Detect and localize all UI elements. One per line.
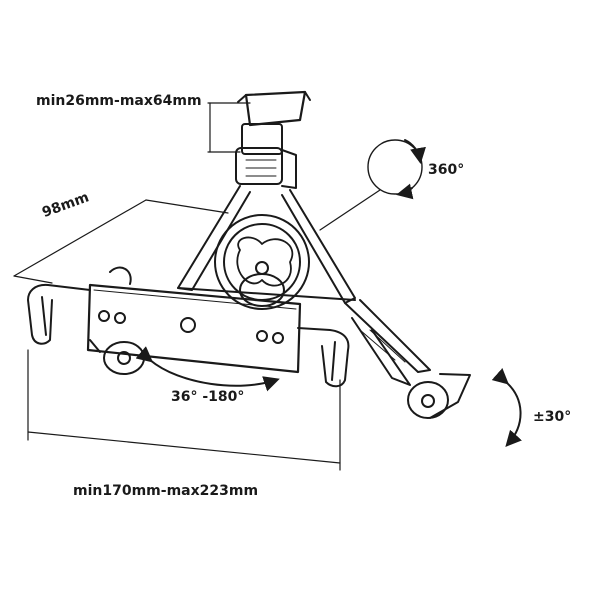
tilt-arc-arrow [135, 346, 280, 392]
rotation-360-icon [367, 139, 426, 200]
width-range-label: min170mm-max223mm [73, 483, 259, 499]
right-bottom-knob [407, 381, 449, 419]
rotation-hub [214, 214, 310, 310]
main-frame [177, 185, 356, 304]
rotation-label: 360° [428, 162, 465, 178]
width-dimension-lines [27, 349, 341, 471]
rotation-leader [319, 189, 381, 231]
clamp-range-label: min26mm-max64mm [36, 93, 202, 109]
tilt-30-arc-arrow [491, 368, 522, 447]
clamp-dimension-lines [207, 102, 251, 153]
tilt-range-label: 36° -180° [171, 389, 245, 405]
depth-dimension-lines [13, 199, 229, 284]
right-side-hook [297, 327, 350, 388]
tilt-angle-label: ±30° [533, 409, 572, 425]
top-clamp [235, 90, 311, 189]
left-side-hook [27, 283, 101, 353]
back-plate [86, 283, 302, 374]
